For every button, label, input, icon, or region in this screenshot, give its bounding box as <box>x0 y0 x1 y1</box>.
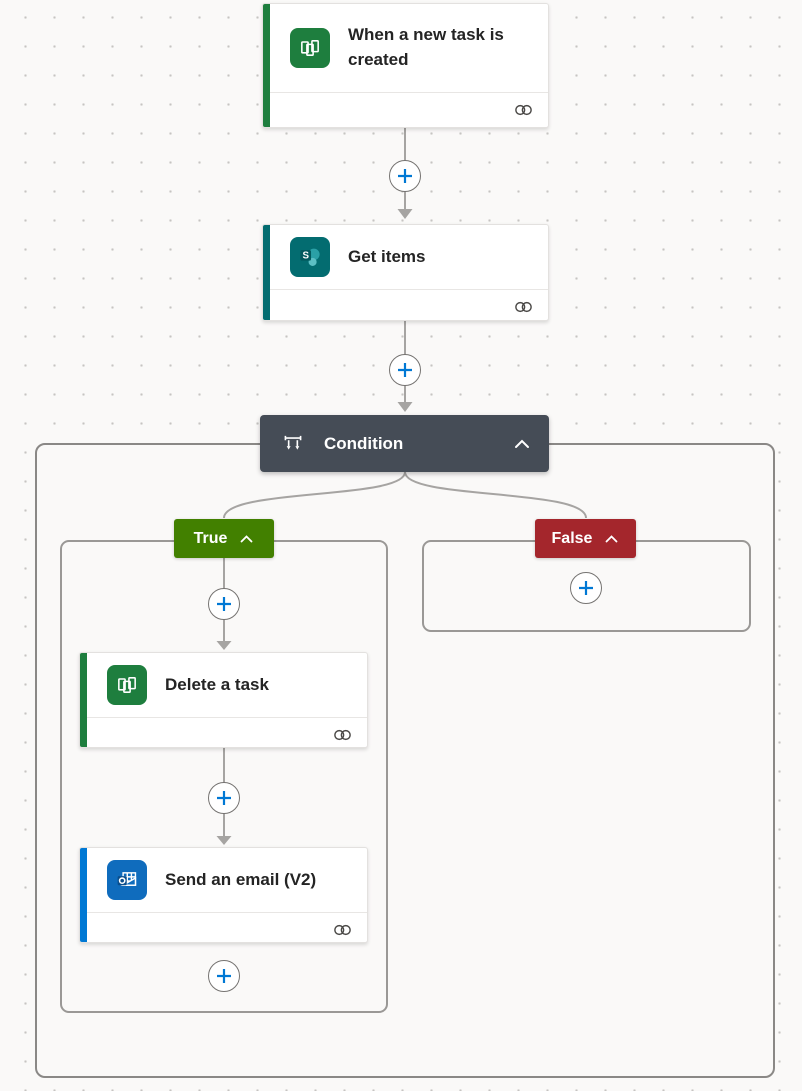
card-accent-bar <box>263 4 270 127</box>
connection-link-icon <box>332 728 353 742</box>
action-card-send-an-email-v2[interactable]: Send an email (V2) <box>79 847 368 943</box>
chevron-up-icon[interactable] <box>513 438 531 450</box>
sharepoint-icon: S <box>290 237 330 277</box>
connection-link-icon <box>513 300 534 314</box>
card-accent-bar <box>263 225 270 320</box>
connection-link-icon <box>513 103 534 117</box>
action-title: When a new task is created <box>348 25 504 69</box>
action-title: Get items <box>348 246 426 266</box>
svg-text:S: S <box>302 251 309 262</box>
planner-icon <box>290 28 330 68</box>
action-title: Delete a task <box>165 674 269 694</box>
condition-title: Condition <box>324 433 404 453</box>
trigger-card-when-new-task-created[interactable]: When a new task is created <box>262 3 549 128</box>
add-action-button[interactable] <box>208 960 240 992</box>
planner-icon <box>107 665 147 705</box>
card-accent-bar <box>80 848 87 942</box>
action-card-delete-a-task[interactable]: Delete a task <box>79 652 368 748</box>
add-action-button[interactable] <box>570 572 602 604</box>
true-label-text: True <box>193 529 228 547</box>
false-label-text: False <box>551 529 593 547</box>
action-title: Send an email (V2) <box>165 869 317 889</box>
chevron-up-icon[interactable] <box>604 534 619 544</box>
add-action-button[interactable] <box>208 588 240 620</box>
outlook-icon <box>107 860 147 900</box>
card-accent-bar <box>80 653 87 747</box>
condition-card-header[interactable]: Condition <box>260 415 549 472</box>
add-action-button[interactable] <box>389 160 421 192</box>
add-action-button[interactable] <box>389 354 421 386</box>
chevron-up-icon[interactable] <box>239 534 254 544</box>
action-card-get-items[interactable]: S Get items <box>262 224 549 321</box>
condition-icon <box>280 431 306 457</box>
add-action-button[interactable] <box>208 782 240 814</box>
false-branch-label[interactable]: False <box>535 519 636 558</box>
connection-link-icon <box>332 923 353 937</box>
true-branch-label[interactable]: True <box>174 519 274 558</box>
